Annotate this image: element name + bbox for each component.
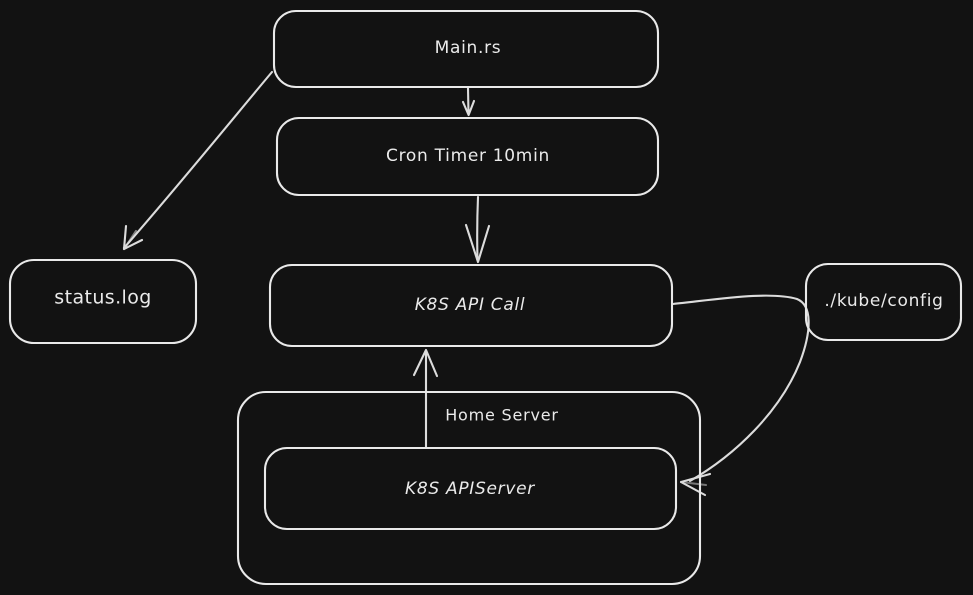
node-status-log[interactable]: status.log: [8, 258, 198, 345]
edge-k8s-api-call-to-kube-config-to-apiserver: [671, 294, 810, 497]
k8s-api-call-label: K8S API Call: [415, 295, 526, 315]
status-log-box: [8, 258, 198, 345]
node-k8s-apiserver[interactable]: K8S APIServer: [263, 446, 678, 531]
kube-config-box: [804, 262, 963, 342]
edge-main-to-cron-timer: [461, 86, 476, 117]
home-server-label: Home Server: [445, 406, 559, 425]
k8s-apiserver-box: [263, 446, 678, 531]
main-rs-label: Main.rs: [435, 38, 502, 58]
edge-main-to-status-log: [122, 70, 274, 251]
cron-timer-box: [275, 116, 660, 197]
k8s-api-call-box: [268, 263, 674, 348]
edge-apiserver-to-k8s-api-call: [412, 348, 439, 449]
status-log-label: status.log: [54, 287, 151, 309]
node-cron-timer[interactable]: Cron Timer 10min: [275, 116, 660, 197]
home-server-boundary: [236, 390, 702, 586]
node-kube-config[interactable]: ./kube/config: [804, 262, 963, 342]
cron-timer-label: Cron Timer 10min: [386, 146, 550, 166]
main-rs-box: [272, 9, 660, 89]
edge-cron-timer-to-k8s-api-call: [464, 195, 491, 264]
group-home-server[interactable]: Home Server: [236, 390, 702, 586]
kube-config-label: ./kube/config: [824, 291, 943, 311]
node-k8s-api-call[interactable]: K8S API Call: [268, 263, 674, 348]
node-main-rs[interactable]: Main.rs: [272, 9, 660, 89]
k8s-apiserver-label: K8S APIServer: [405, 479, 535, 499]
